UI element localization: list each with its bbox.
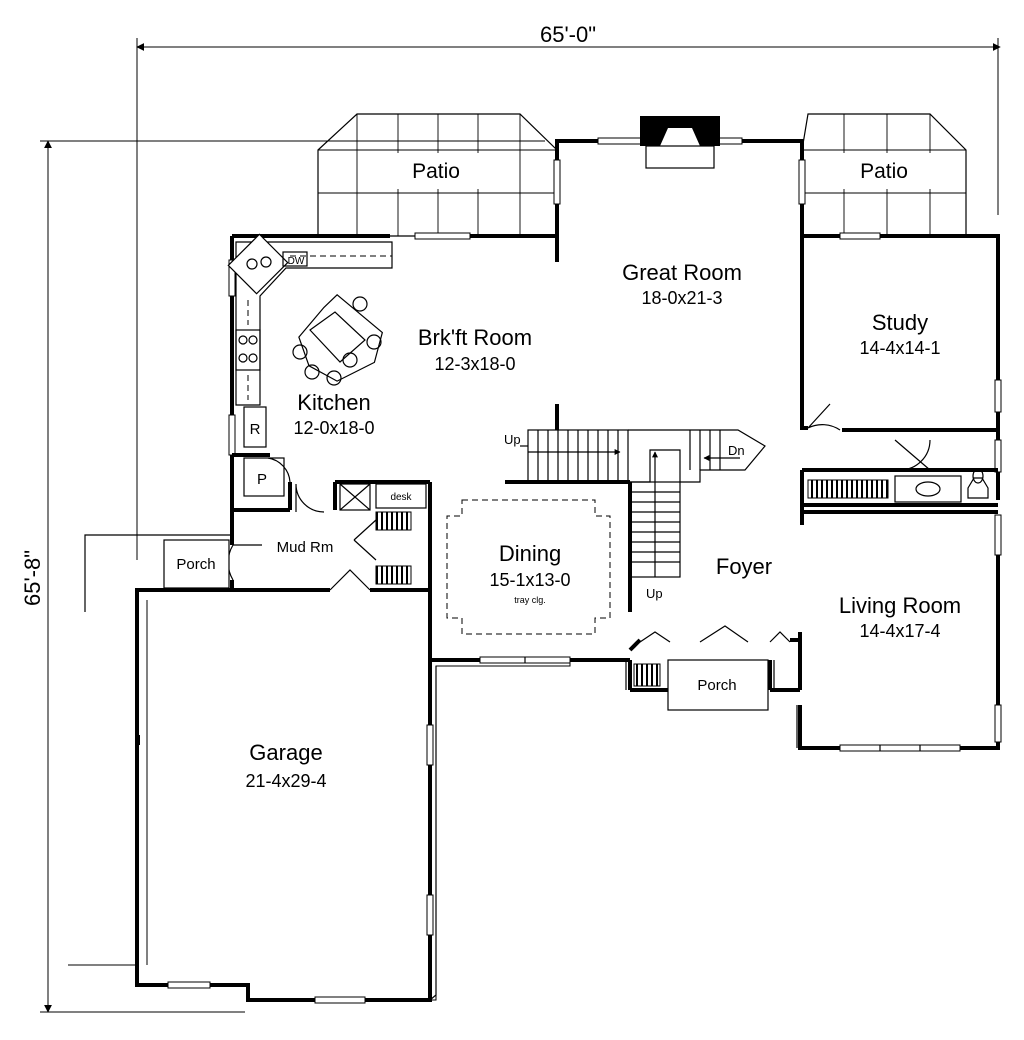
patio-right: Patio (801, 113, 967, 237)
patio-left-label: Patio (412, 160, 460, 183)
great-room-name: Great Room (622, 260, 742, 285)
depth-dimension: 65'-8" (20, 140, 545, 1013)
width-dimension: 65'-0" (136, 22, 1001, 560)
breakfast-size: 12-3x18-0 (434, 354, 515, 374)
patio-left: Patio (317, 113, 558, 237)
garage-name: Garage (249, 740, 322, 765)
study-name: Study (872, 310, 928, 335)
doors (227, 403, 931, 643)
living-room-size: 14-4x17-4 (859, 621, 940, 641)
garage-size: 21-4x29-4 (245, 771, 326, 791)
porch-front-label: Porch (697, 677, 736, 694)
porch-front: Porch (667, 659, 769, 711)
pantry-label: P (257, 471, 267, 488)
room-labels: Great Room 18-0x21-3 Study 14-4x14-1 Brk… (245, 260, 961, 791)
mud-room-name: Mud Rm (277, 539, 334, 556)
width-dimension-label: 65'-0" (540, 22, 596, 47)
breakfast-name: Brk'ft Room (418, 325, 532, 350)
stair-up-label-2: Up (646, 586, 663, 601)
porch-side-label: Porch (176, 556, 215, 573)
garage-door-markers (68, 600, 148, 966)
kitchen-island (292, 294, 384, 386)
stair-down-label: Dn (728, 443, 745, 458)
kitchen-counters: DW R P (227, 233, 393, 497)
dining-note: tray clg. (514, 595, 546, 605)
dining-tray-ceiling (446, 499, 611, 635)
foyer-name: Foyer (716, 554, 772, 579)
great-room-size: 18-0x21-3 (641, 288, 722, 308)
kitchen-size: 12-0x18-0 (293, 418, 374, 438)
dining-name: Dining (499, 541, 561, 566)
kitchen-name: Kitchen (297, 390, 370, 415)
dining-size: 15-1x13-0 (489, 570, 570, 590)
refrigerator-label: R (250, 421, 261, 438)
living-room-name: Living Room (839, 593, 961, 618)
closets: desk (339, 468, 989, 687)
study-size: 14-4x14-1 (859, 338, 940, 358)
staircase: Up Dn Up (504, 429, 766, 601)
depth-dimension-label: 65'-8" (20, 550, 45, 606)
dishwasher-label: DW (288, 256, 305, 267)
porch-side: Porch (84, 534, 232, 612)
patio-right-label: Patio (860, 160, 908, 183)
exterior-wall-hatch (429, 659, 798, 1001)
fireplace (640, 116, 720, 169)
desk-label: desk (390, 492, 412, 503)
stair-up-label-1: Up (504, 432, 521, 447)
windows (167, 137, 1002, 1004)
